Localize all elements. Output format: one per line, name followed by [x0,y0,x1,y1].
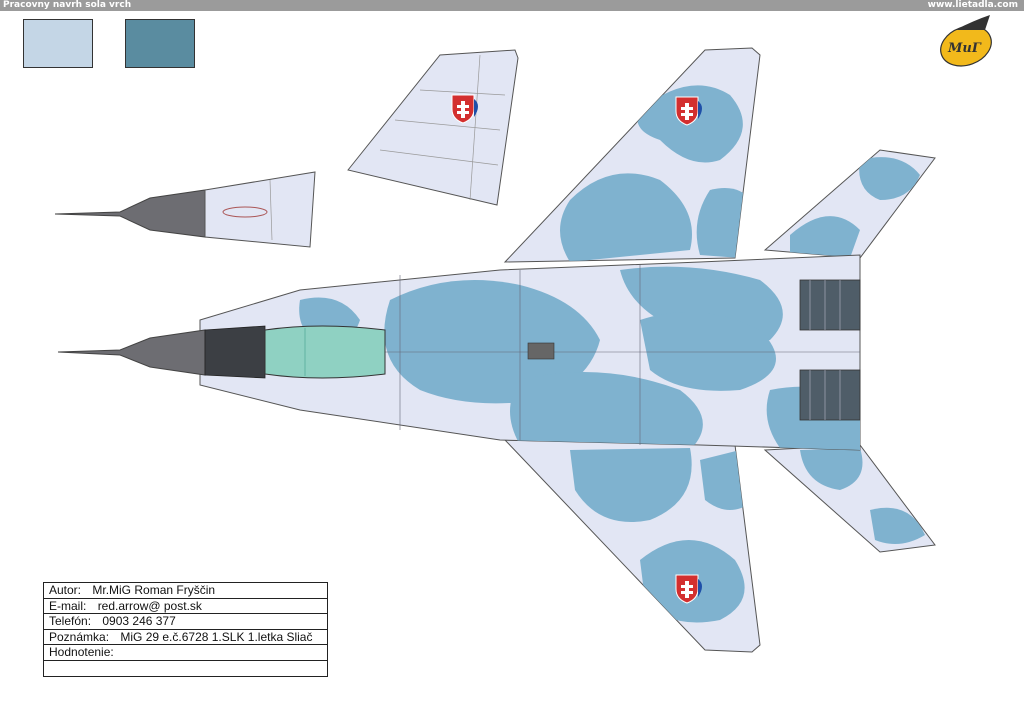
fuselage [199,254,861,451]
email-value: red.arrow@ post.sk [97,598,202,613]
note-label: Poznámka: [49,629,110,644]
note-value: MiG 29 e.č.6728 1.SLK 1.letka Sliač [120,629,313,644]
empty-row [44,661,327,676]
info-card: Autor: Mr.MiG Roman Fryščin E-mail: red.… [43,582,328,677]
page-title: Pracovny navrh sola vrch [3,0,132,10]
author-row: Autor: Mr.MiG Roman Fryščin [44,583,327,599]
detached-wing-panel [347,49,519,206]
lower-main-wing [503,439,761,653]
color-swatch-dark [125,19,195,68]
slovak-coat-of-arms-icon [675,574,702,604]
cockpit [204,325,386,379]
mig-logo-icon: МиГ [940,15,992,67]
phone-row: Telefón: 0903 246 377 [44,614,327,630]
slovak-coat-of-arms-icon [675,96,702,126]
rating-row: Hodnotenie: [44,645,327,661]
email-row: E-mail: red.arrow@ post.sk [44,599,327,615]
rating-label: Hodnotenie: [49,645,114,660]
site-url: www.lietadla.com [927,0,1018,10]
lower-stabilizer [763,444,936,553]
detached-nose-section [54,171,316,248]
upper-stabilizer [763,149,936,259]
slovak-coat-of-arms-icon [451,94,478,124]
phone-label: Telefón: [49,614,92,629]
email-label: E-mail: [49,598,87,613]
color-swatch-light [23,19,93,68]
title-bar: Pracovny navrh sola vrch www.lietadla.co… [0,0,1024,11]
upper-main-wing [503,47,761,263]
engine-nozzles [799,279,861,421]
nose-radome [57,329,206,376]
note-row: Poznámka: MiG 29 e.č.6728 1.SLK 1.letka … [44,630,327,646]
phone-value: 0903 246 377 [102,614,176,629]
author-value: Mr.MiG Roman Fryščin [92,583,216,597]
author-label: Autor: [49,583,82,597]
mig-logo-text: МиГ [947,41,982,56]
